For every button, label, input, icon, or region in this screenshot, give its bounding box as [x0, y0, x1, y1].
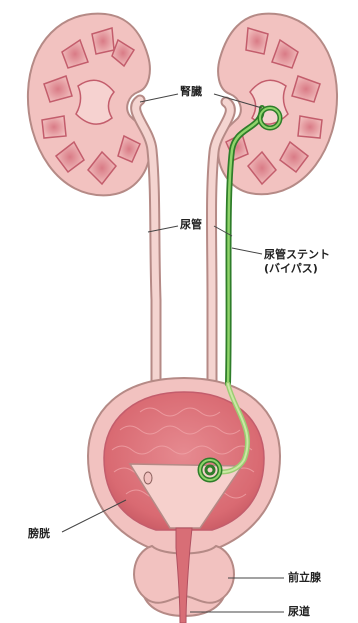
right-kidney [218, 14, 337, 195]
bladder-label: 膀胱 [28, 527, 50, 540]
ureter-label: 尿管 [180, 218, 202, 231]
prostate-label: 前立腺 [288, 571, 321, 584]
stent-label: 尿管ステント (バイパス) [264, 248, 330, 276]
urethra-label: 尿道 [288, 605, 310, 618]
stent-label-line2: (バイパス) [264, 262, 330, 276]
kidney-label: 腎臓 [180, 85, 202, 98]
stent-label-line1: 尿管ステント [264, 248, 330, 262]
